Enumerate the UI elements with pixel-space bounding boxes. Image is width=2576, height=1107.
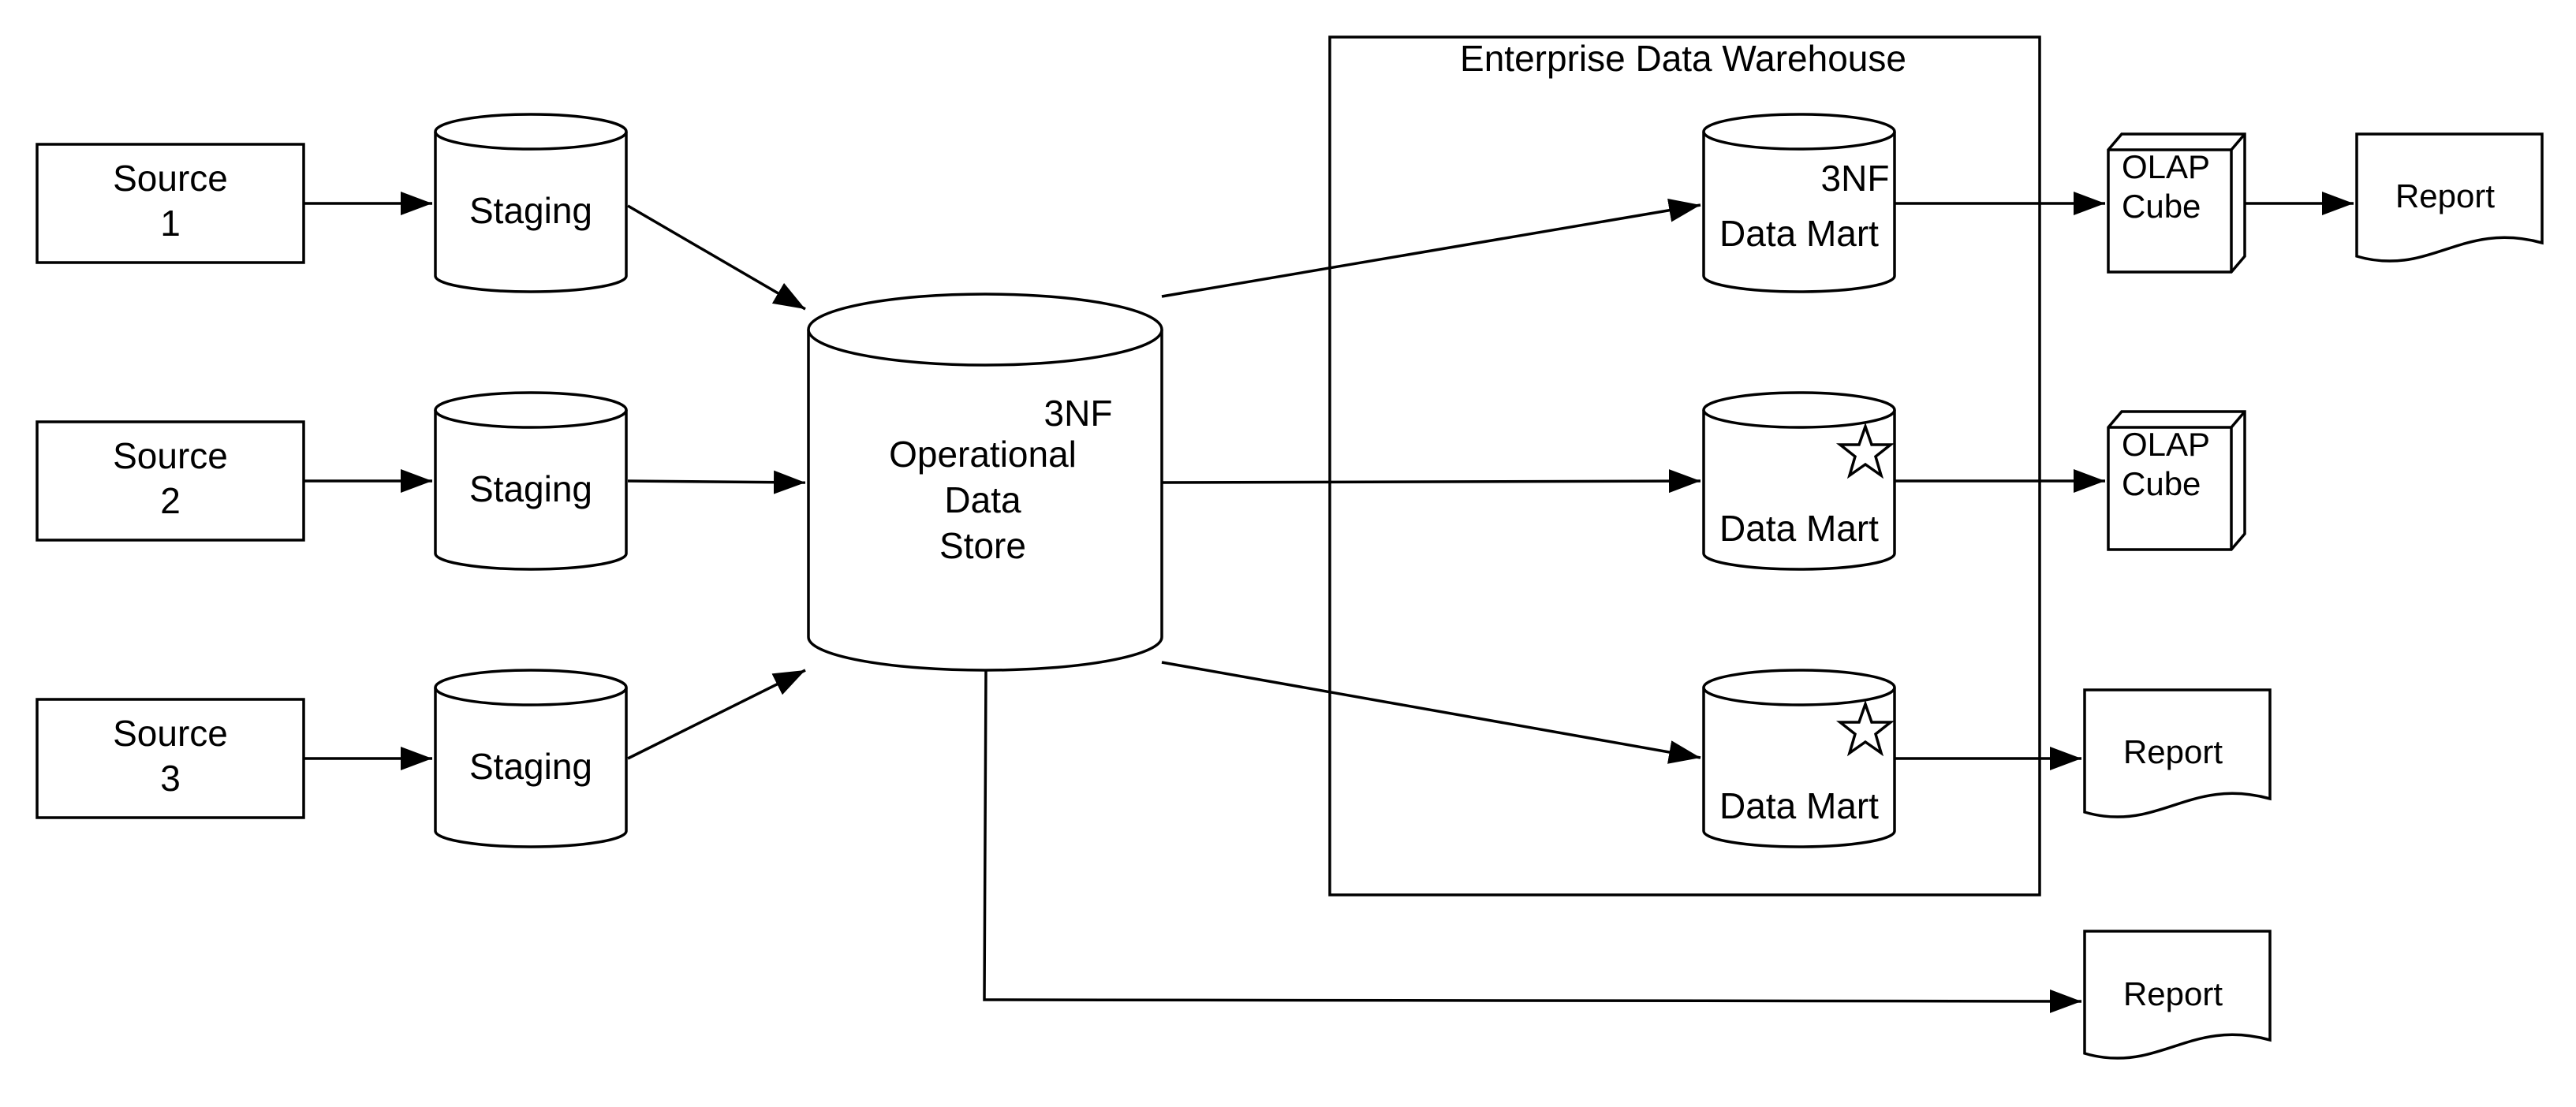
report-2: Report [2083, 688, 2272, 818]
star-icon [1835, 699, 1895, 757]
arrow-ods-mart3 [1161, 661, 1701, 764]
arrow-staging1-ods [627, 204, 806, 311]
source-1: Source 1 [35, 143, 305, 264]
data-mart-star-1: Data Mart [1702, 391, 1896, 571]
star-icon [1835, 422, 1895, 479]
source-2-number: 2 [160, 480, 181, 521]
staging-2-label: Staging [469, 468, 592, 509]
arrow-ods-mart1 [1161, 198, 1701, 298]
operational-data-store: 3NF Operational Data Store [807, 293, 1163, 672]
staging-1-label: Staging [469, 190, 592, 231]
staging-2: Staging [434, 391, 628, 571]
ods-label-line-2: Data [944, 479, 1021, 520]
connectors [304, 192, 2354, 1013]
olap-cube-1-line-2: Cube [2122, 188, 2201, 225]
report-2-label: Report [2123, 733, 2223, 770]
enterprise-data-warehouse: Enterprise Data Warehouse [1328, 35, 2041, 896]
staging-1: Staging [434, 113, 628, 293]
source-2: Source 2 [35, 420, 305, 542]
report-3: Report [2083, 930, 2272, 1060]
source-3-label: Source [113, 713, 228, 754]
source-3-number: 3 [160, 758, 181, 799]
data-mart-1-badge: 3NF [1821, 158, 1890, 199]
source-1-number: 1 [160, 203, 181, 244]
arrow-ods-report3 [983, 669, 2082, 1013]
olap-cube-1-line-1: OLAP [2122, 148, 2210, 185]
staging-3-label: Staging [469, 746, 592, 787]
warehouse-title: Enterprise Data Warehouse [1460, 38, 1906, 79]
source-2-label: Source [113, 435, 228, 476]
ods-normal-form: 3NF [1044, 393, 1113, 434]
staging-3: Staging [434, 669, 628, 848]
olap-cube-2: OLAP Cube [2107, 410, 2246, 551]
report-1: Report [2355, 132, 2544, 263]
source-3: Source 3 [35, 698, 305, 819]
ods-label-line-1: Operational [889, 434, 1077, 475]
data-mart-3nf: 3NF Data Mart [1702, 113, 1896, 293]
report-1-label: Report [2395, 177, 2495, 214]
arrow-staging2-ods [627, 470, 806, 494]
source-1-label: Source [113, 158, 228, 199]
arrow-staging3-ods [627, 669, 806, 760]
arrow-ods-mart2 [1161, 469, 1701, 494]
ods-label-line-3: Store [939, 525, 1026, 566]
data-mart-3-label: Data Mart [1719, 785, 1879, 826]
olap-cube-1: OLAP Cube [2107, 132, 2246, 274]
report-3-label: Report [2123, 975, 2223, 1012]
data-mart-star-2: Data Mart [1702, 669, 1896, 848]
olap-cube-2-line-2: Cube [2122, 465, 2201, 502]
olap-cube-2-line-1: OLAP [2122, 426, 2210, 463]
data-mart-2-label: Data Mart [1719, 508, 1879, 549]
data-mart-1-label: Data Mart [1719, 213, 1879, 254]
